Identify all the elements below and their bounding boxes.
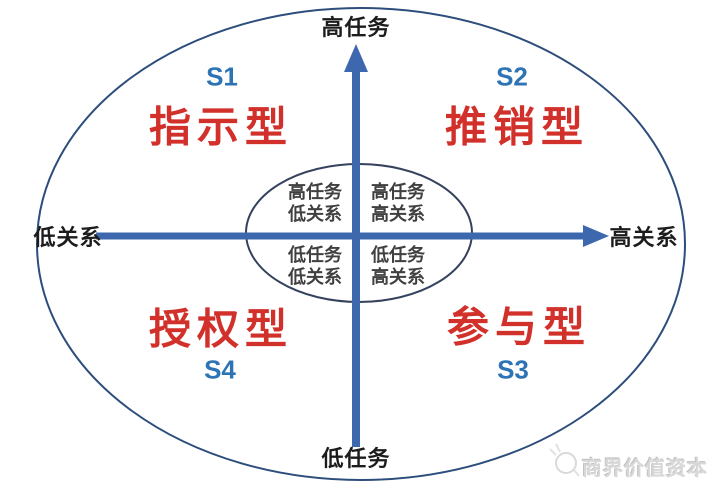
quadrant-name-participating: 参与型: [446, 303, 592, 351]
quadrant-name-delegating: 授权型: [148, 305, 294, 353]
axis-label-left: 低关系: [33, 225, 103, 250]
watermark-logo-icon: [549, 443, 580, 477]
axis-label-right: 高关系: [609, 225, 679, 250]
right-arrowhead-icon: [583, 225, 609, 247]
inner-label-bottom-right-line2: 高关系: [371, 267, 425, 287]
quadrant-name-selling: 推销型: [444, 103, 590, 151]
inner-label-bottom-left: 低任务 低关系: [288, 244, 342, 288]
quadrant-code-s2: S2: [496, 61, 528, 92]
inner-label-top-right-line2: 高关系: [371, 204, 425, 224]
inner-label-bottom-left-line1: 低任务: [288, 245, 342, 265]
axis-label-top: 高任务: [321, 15, 391, 40]
inner-label-bottom-right-line1: 低任务: [371, 245, 425, 265]
quadrant-name-directing: 指示型: [148, 103, 294, 151]
inner-label-top-right-line1: 高任务: [371, 182, 425, 202]
quadrant-code-s1: S1: [206, 61, 238, 92]
inner-label-top-left: 高任务 低关系: [288, 181, 342, 225]
watermark-text: 商界价值资本: [582, 458, 708, 480]
inner-label-top-right: 高任务 高关系: [371, 181, 425, 225]
inner-label-top-left-line2: 低关系: [288, 204, 342, 224]
inner-label-bottom-right: 低任务 高关系: [371, 244, 425, 288]
up-arrowhead-icon: [344, 44, 368, 72]
quadrant-code-s4: S4: [204, 354, 236, 385]
axis-label-bottom: 低任务: [321, 446, 391, 471]
inner-label-bottom-left-line2: 低关系: [288, 267, 342, 287]
outer-ellipse: [36, 7, 686, 481]
quadrant-code-s3: S3: [497, 354, 529, 385]
inner-label-top-left-line1: 高任务: [288, 182, 342, 202]
